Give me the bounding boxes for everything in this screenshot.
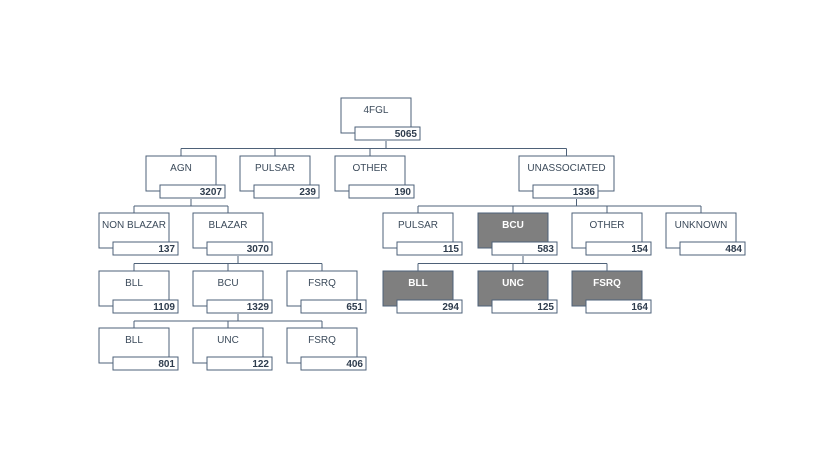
node-label: BCU: [502, 220, 524, 231]
tree-nodes: 4FGL5065AGN3207PULSAR239OTHER190UNASSOCI…: [98, 97, 746, 371]
node-label: FSRQ: [593, 278, 621, 289]
node-label: UNC: [217, 335, 239, 346]
node-root: 4FGL 5065: [340, 97, 421, 141]
node-unassoc-bcu-bll: BLL 294: [382, 270, 463, 314]
node-count: 5065: [395, 129, 418, 140]
node-count: 1336: [573, 187, 596, 198]
node-label: FSRQ: [308, 335, 336, 346]
count-box: [396, 299, 463, 314]
node-count: 484: [725, 244, 742, 255]
node-non-blazar: NON BLAZAR 137: [98, 212, 179, 256]
count-box: [491, 241, 558, 256]
node-label: UNASSOCIATED: [527, 163, 605, 174]
node-count: 583: [537, 244, 554, 255]
node-label: BLAZAR: [209, 220, 248, 231]
node-pulsar: PULSAR 239: [239, 155, 320, 199]
node-count: 406: [346, 359, 363, 370]
node-blazar-bcu: BCU 1329: [192, 270, 273, 314]
node-label: UNKNOWN: [675, 220, 728, 231]
node-label: 4FGL: [363, 105, 388, 116]
count-box: [679, 241, 746, 256]
node-count: 125: [537, 302, 554, 313]
count-box: [300, 356, 367, 371]
node-label: AGN: [170, 163, 192, 174]
node-count: 294: [442, 302, 459, 313]
node-unassoc-bcu-unc: UNC 125: [477, 270, 558, 314]
count-box: [159, 184, 226, 199]
count-box: [206, 356, 273, 371]
node-label: PULSAR: [398, 220, 438, 231]
node-unassoc-pulsar: PULSAR 115: [382, 212, 463, 256]
node-count: 164: [631, 302, 648, 313]
node-unassoc-other: OTHER 154: [571, 212, 652, 256]
node-other: OTHER 190: [334, 155, 415, 199]
count-box: [300, 299, 367, 314]
node-agn: AGN 3207: [145, 155, 226, 199]
node-count: 1329: [247, 302, 270, 313]
count-box: [253, 184, 320, 199]
count-box: [206, 241, 273, 256]
node-count: 190: [394, 187, 411, 198]
node-count: 154: [631, 244, 648, 255]
count-box: [112, 241, 179, 256]
node-count: 137: [158, 244, 175, 255]
node-blazar-fsrq: FSRQ 651: [286, 270, 367, 314]
node-bcu-bll: BLL 801: [98, 327, 179, 371]
node-label: PULSAR: [255, 163, 295, 174]
node-blazar: BLAZAR 3070: [192, 212, 273, 256]
count-box: [206, 299, 273, 314]
node-count: 115: [443, 244, 460, 255]
node-unassoc-bcu: BCU 583: [477, 212, 558, 256]
count-box: [532, 184, 599, 199]
node-count: 651: [346, 302, 363, 313]
count-box: [491, 299, 558, 314]
node-blazar-bll: BLL 1109: [98, 270, 179, 314]
node-bcu-unc: UNC 122: [192, 327, 273, 371]
node-count: 122: [252, 359, 269, 370]
node-label: BLL: [125, 335, 143, 346]
node-label: BLL: [408, 278, 427, 289]
node-count: 239: [299, 187, 316, 198]
node-bcu-fsrq: FSRQ 406: [286, 327, 367, 371]
node-label: UNC: [502, 278, 524, 289]
node-count: 801: [158, 359, 175, 370]
node-label: FSRQ: [308, 278, 336, 289]
count-box: [396, 241, 463, 256]
node-label: OTHER: [590, 220, 625, 231]
node-unassoc-bcu-fsrq: FSRQ 164: [571, 270, 652, 314]
count-box: [348, 184, 415, 199]
node-label: BLL: [125, 278, 143, 289]
node-label: OTHER: [353, 163, 388, 174]
node-unassoc-unknown: UNKNOWN 484: [665, 212, 746, 256]
node-count: 3070: [247, 244, 270, 255]
node-count: 3207: [200, 187, 223, 198]
node-label: BCU: [217, 278, 238, 289]
count-box: [354, 126, 421, 141]
tree-connectors: [133, 141, 702, 328]
count-box: [585, 241, 652, 256]
count-box: [112, 299, 179, 314]
node-unassociated: UNASSOCIATED 1336: [518, 155, 615, 199]
count-box: [112, 356, 179, 371]
node-count: 1109: [153, 302, 175, 313]
count-box: [585, 299, 652, 314]
node-label: NON BLAZAR: [102, 220, 166, 231]
